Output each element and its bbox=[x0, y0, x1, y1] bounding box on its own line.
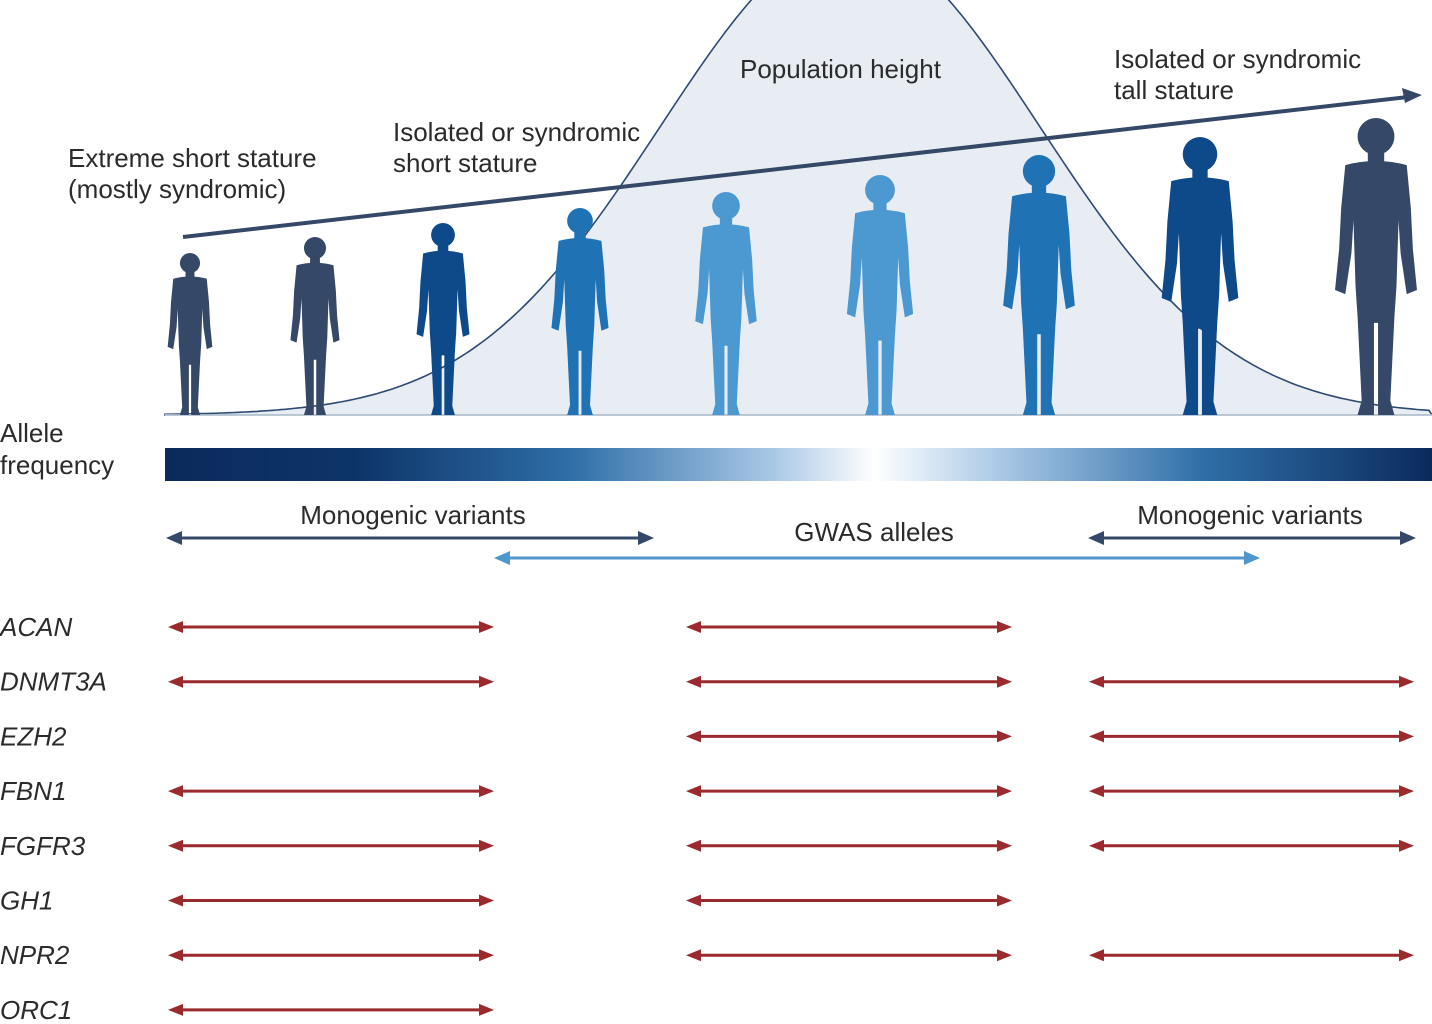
gene-label: FGFR3 bbox=[0, 831, 86, 861]
gene-short-stature-arrow bbox=[168, 785, 494, 798]
gene-label: EZH2 bbox=[0, 721, 67, 751]
gene-tall-stature-arrow bbox=[1089, 675, 1414, 688]
gene-short-stature-arrow bbox=[168, 675, 494, 688]
gene-label: GH1 bbox=[0, 886, 53, 916]
monogenic-right-arrow bbox=[1088, 531, 1416, 545]
allele-frequency-sublabel: frequency bbox=[0, 450, 114, 480]
monogenic-right-label: Monogenic variants bbox=[1137, 500, 1362, 530]
gene-short-stature-arrow bbox=[168, 839, 494, 852]
person-figure bbox=[167, 253, 213, 415]
gene-gwas-arrow bbox=[686, 949, 1012, 962]
gene-tall-stature-arrow bbox=[1089, 839, 1414, 852]
tall-stature-label: Isolated or syndromic bbox=[1114, 44, 1361, 74]
gwas-alleles-arrow bbox=[494, 551, 1260, 565]
person-figure bbox=[1335, 118, 1417, 415]
population-height-curve bbox=[164, 0, 1432, 416]
gene-short-stature-arrow bbox=[168, 1003, 494, 1016]
gene-gwas-arrow bbox=[686, 894, 1012, 907]
population-height-label: Population height bbox=[740, 54, 942, 84]
gene-gwas-arrow bbox=[686, 621, 1012, 633]
monogenic-left-label: Monogenic variants bbox=[300, 500, 525, 530]
gene-gwas-arrow bbox=[686, 730, 1012, 743]
gene-tall-stature-arrow bbox=[1089, 785, 1414, 798]
gene-label: NPR2 bbox=[0, 940, 70, 970]
monogenic-left-arrow bbox=[166, 531, 654, 545]
gene-tall-stature-arrow bbox=[1089, 730, 1414, 743]
allele-frequency-bar bbox=[165, 448, 1432, 481]
gene-short-stature-arrow bbox=[168, 949, 494, 962]
gene-label: FBN1 bbox=[0, 776, 66, 806]
person-figure bbox=[290, 237, 340, 415]
short-stature-sublabel: short stature bbox=[393, 148, 538, 178]
gene-short-stature-arrow bbox=[168, 894, 494, 907]
allele-frequency-label: Allele bbox=[0, 418, 64, 448]
gene-gwas-arrow bbox=[686, 785, 1012, 798]
gene-label: DNMT3A bbox=[0, 667, 107, 697]
short-stature-label: Isolated or syndromic bbox=[393, 117, 640, 147]
gene-tall-stature-arrow bbox=[1089, 949, 1414, 962]
gene-gwas-arrow bbox=[686, 839, 1012, 852]
gwas-alleles-label: GWAS alleles bbox=[794, 517, 953, 547]
extreme-short-stature-label: Extreme short stature bbox=[68, 143, 317, 173]
gene-gwas-arrow bbox=[686, 675, 1012, 688]
extreme-short-stature-sublabel: (mostly syndromic) bbox=[68, 174, 286, 204]
gene-label: ORC1 bbox=[0, 995, 72, 1024]
tall-stature-sublabel: tall stature bbox=[1114, 75, 1234, 105]
gene-short-stature-arrow bbox=[168, 621, 494, 633]
gene-label: ACAN bbox=[0, 612, 72, 642]
stature-trend-arrow bbox=[182, 88, 1422, 239]
